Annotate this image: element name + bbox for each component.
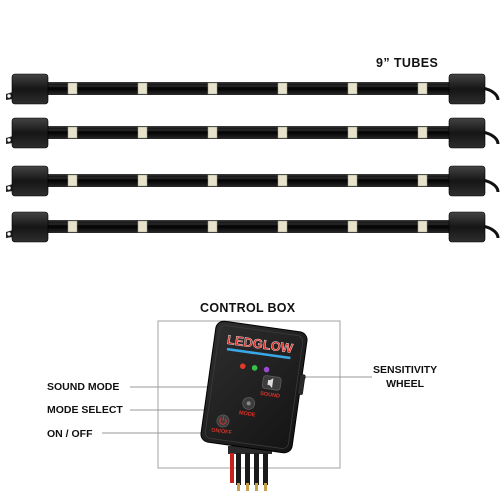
sensitivity-callout-line1: SENSITIVITY xyxy=(373,364,438,376)
control-box-title: CONTROL BOX xyxy=(200,301,296,315)
led-tube xyxy=(6,73,500,105)
led-tube xyxy=(6,117,500,149)
speaker-icon xyxy=(267,378,274,389)
control-box-cables xyxy=(228,446,272,491)
tube-body xyxy=(22,174,472,187)
indicator-red-icon xyxy=(239,363,246,370)
indicator-green-icon xyxy=(251,365,258,371)
right-end-cap xyxy=(448,165,486,197)
sound-button-label: SOUND xyxy=(260,391,281,400)
led-chips xyxy=(67,174,428,187)
power-button-label: ON/OFF xyxy=(211,427,233,436)
tube-body xyxy=(22,220,472,233)
on-off-callout: ON / OFF xyxy=(47,428,93,440)
brand-underline xyxy=(226,347,291,360)
tubes-title: 9” TUBES xyxy=(376,56,439,70)
mode-button-label: MODE xyxy=(239,410,257,418)
led-chips xyxy=(67,126,428,139)
right-end-cap xyxy=(448,73,486,105)
sensitivity-wheel[interactable] xyxy=(297,374,306,395)
left-end-cap xyxy=(6,117,49,149)
right-end-cap xyxy=(448,117,486,149)
sensitivity-wheel-callout: SENSITIVITY WHEEL xyxy=(373,363,437,391)
control-box: LEDGLOW SOUND MODE ON/OFF xyxy=(200,320,308,454)
led-tube xyxy=(6,165,500,197)
mode-select-callout: MODE SELECT xyxy=(47,404,123,416)
tube-body xyxy=(22,126,472,139)
right-end-cap xyxy=(448,211,486,243)
tube-body xyxy=(22,82,472,95)
mode-button-icon xyxy=(246,401,251,406)
left-end-cap xyxy=(6,211,49,243)
sensitivity-callout-line2: WHEEL xyxy=(386,378,425,390)
led-chips xyxy=(67,220,428,233)
left-end-cap xyxy=(6,165,49,197)
power-button[interactable] xyxy=(216,414,230,428)
led-chips xyxy=(67,82,428,95)
indicator-purple-icon xyxy=(263,366,270,373)
power-icon xyxy=(219,417,227,425)
left-end-cap xyxy=(6,73,49,105)
sound-mode-callout: SOUND MODE xyxy=(47,381,120,393)
led-tube xyxy=(6,211,500,243)
